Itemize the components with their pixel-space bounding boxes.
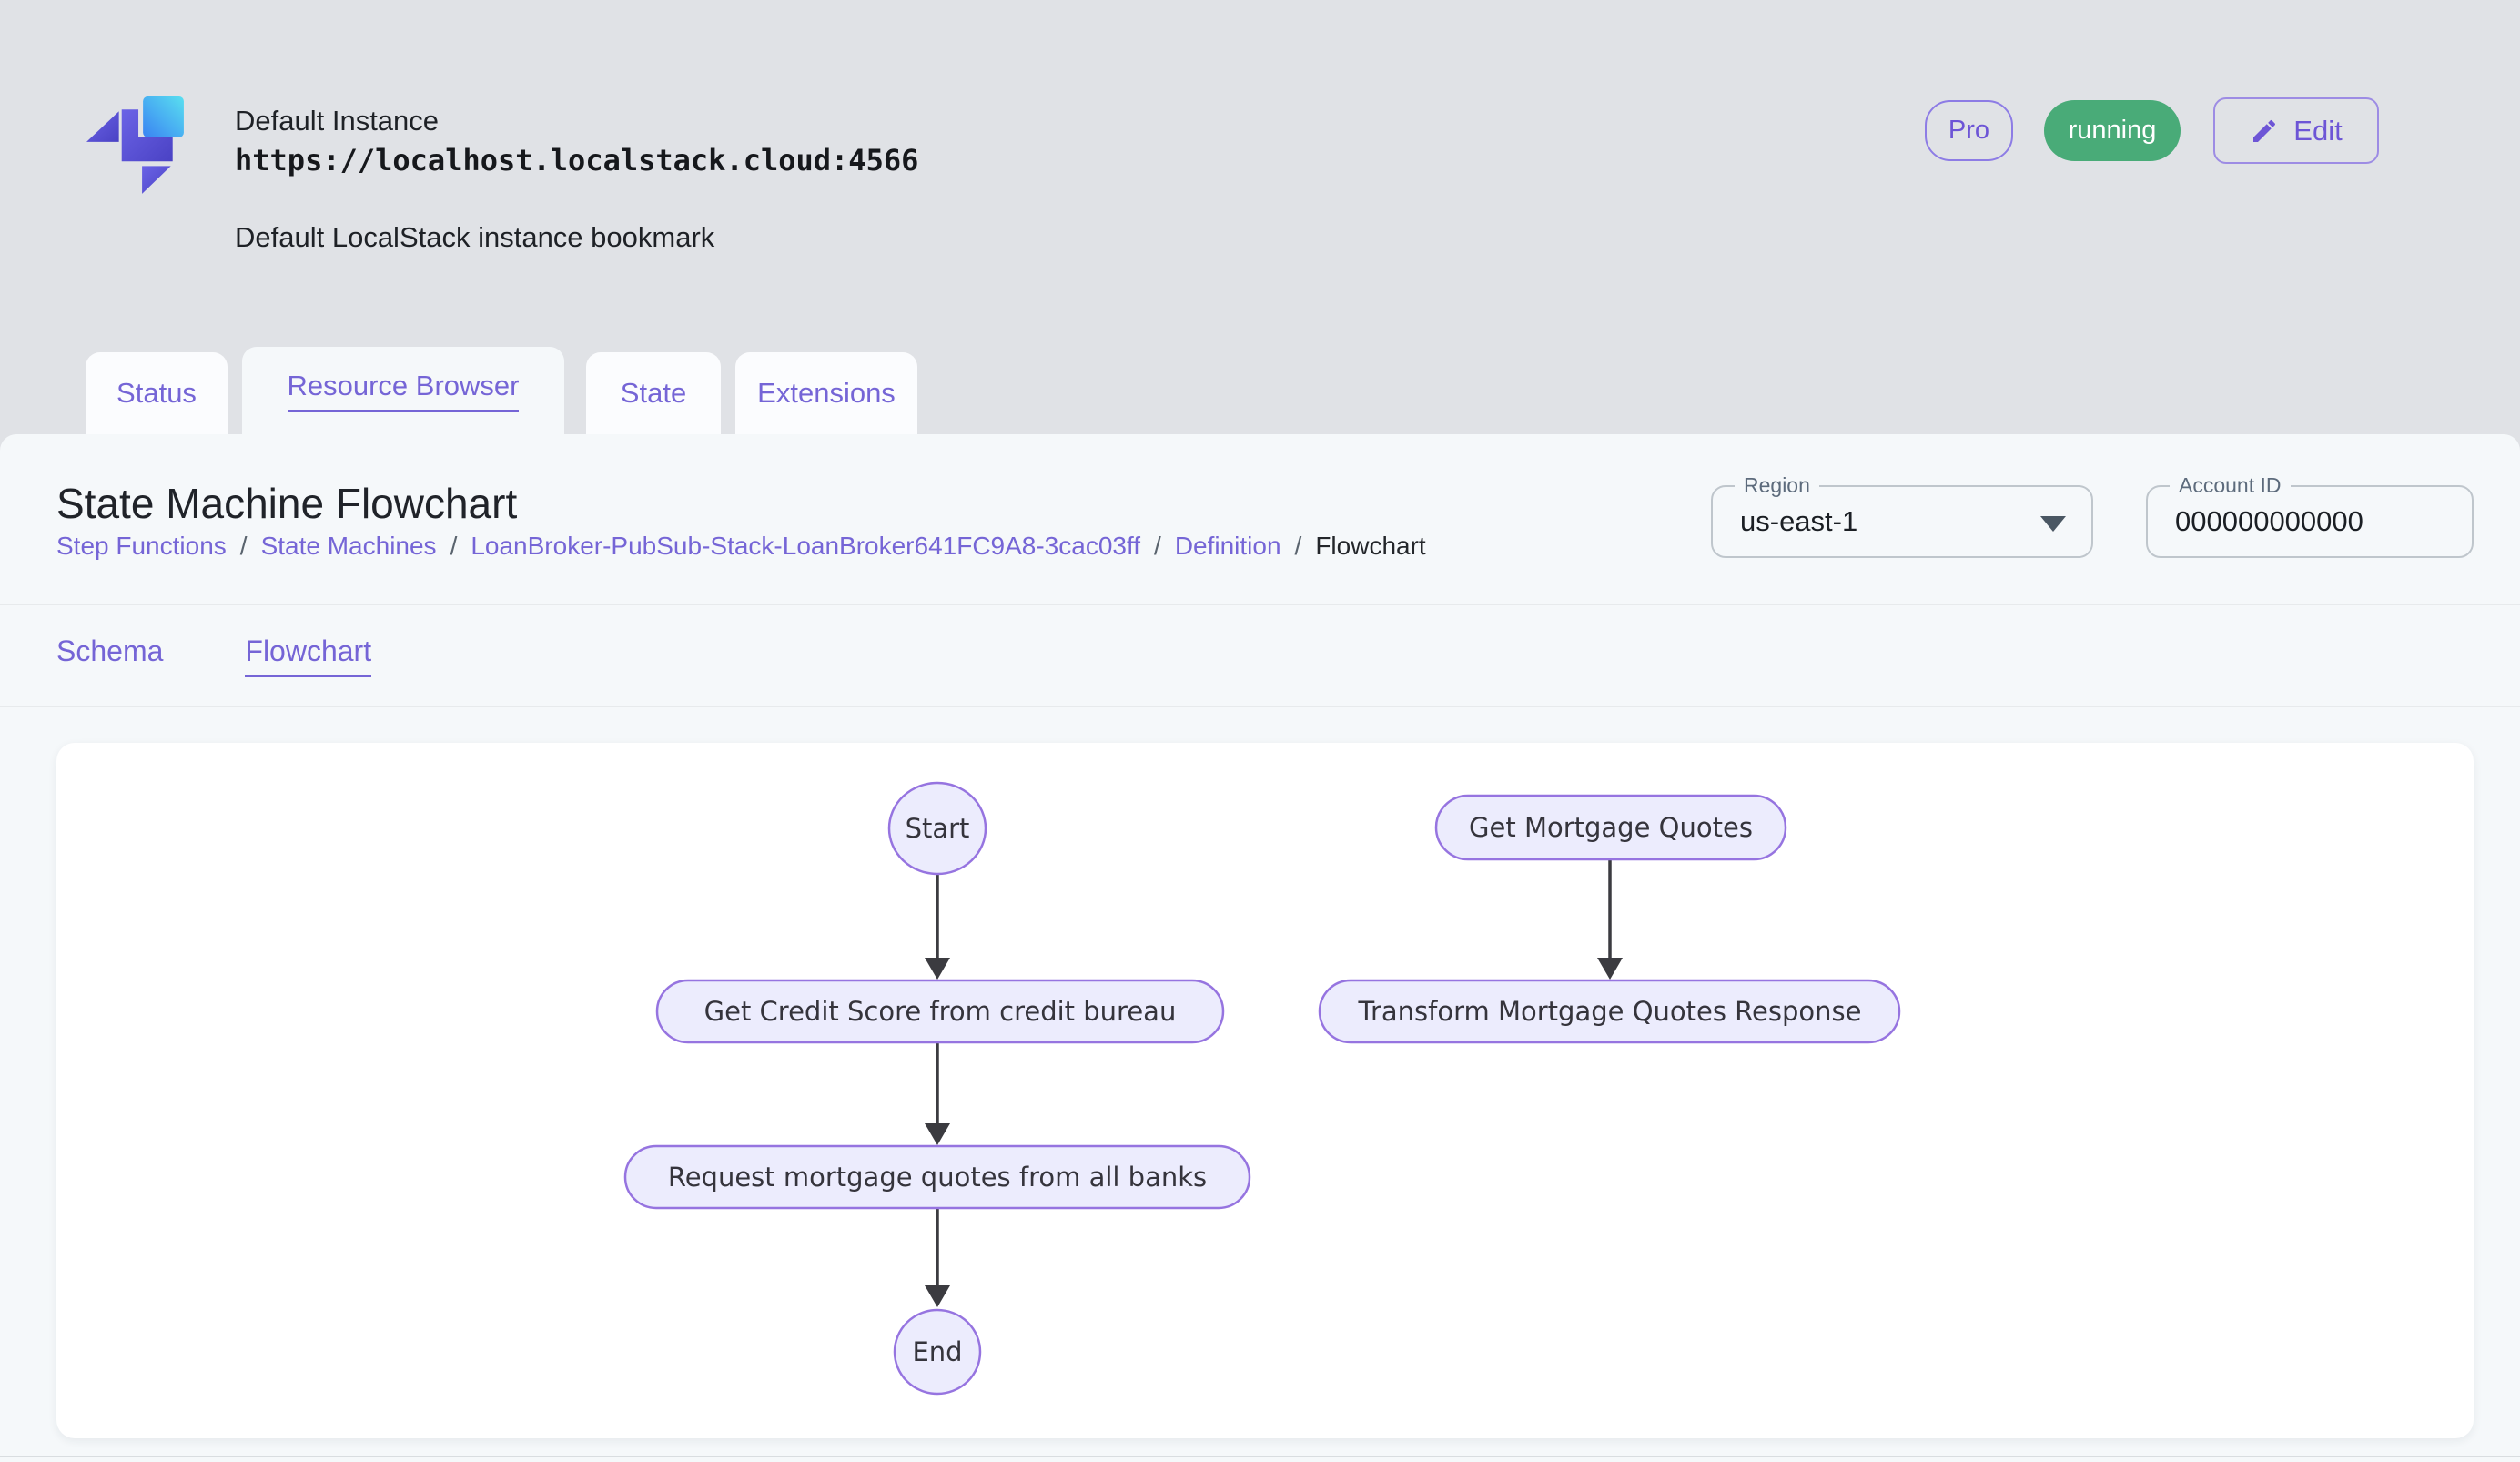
account-id-field[interactable]: Account ID: [2146, 473, 2474, 558]
subtab-schema[interactable]: Schema: [56, 635, 164, 667]
bottom-divider: [0, 1456, 2520, 1457]
edit-button[interactable]: Edit: [2213, 97, 2379, 164]
flowchart-card: Start Get Mortgage Quotes Get Credit Sco…: [56, 743, 2474, 1438]
edge-start-to-credit: [925, 874, 950, 980]
node-get-credit-score[interactable]: Get Credit Score from credit bureau: [655, 979, 1225, 1044]
pencil-icon: [2253, 119, 2276, 142]
tab-state[interactable]: State: [586, 352, 721, 434]
node-get-credit-score-label: Get Credit Score from credit bureau: [704, 996, 1177, 1027]
tab-extensions[interactable]: Extensions: [735, 352, 917, 434]
region-select[interactable]: Region us-east-1: [1711, 473, 2093, 558]
tab-status[interactable]: Status: [86, 352, 228, 434]
breadcrumb-separator: /: [1294, 532, 1302, 560]
tab-extensions-label: Extensions: [757, 377, 896, 409]
breadcrumb-flowchart: Flowchart: [1315, 532, 1426, 560]
node-end[interactable]: End: [893, 1308, 982, 1396]
node-get-mortgage-quotes-label: Get Mortgage Quotes: [1469, 812, 1753, 843]
page-title: State Machine Flowchart: [56, 480, 518, 527]
edge-credit-to-request: [925, 1042, 950, 1145]
chevron-down-icon: [2040, 516, 2066, 532]
edge-quotes-to-transform: [1597, 859, 1623, 980]
instance-description: Default LocalStack instance bookmark: [235, 221, 715, 253]
region-select-value: us-east-1: [1740, 505, 1858, 537]
breadcrumb-separator: /: [239, 532, 248, 560]
tab-resource-browser-label: Resource Browser: [287, 370, 520, 412]
breadcrumb-definition[interactable]: Definition: [1174, 532, 1281, 560]
breadcrumb-step-functions[interactable]: Step Functions: [56, 532, 227, 560]
instance-url: https://localhost.localstack.cloud:4566: [235, 143, 919, 178]
edge-request-to-end: [925, 1208, 950, 1307]
status-badge: running: [2044, 100, 2181, 161]
node-transform-response-label: Transform Mortgage Quotes Response: [1358, 996, 1862, 1027]
tab-resource-browser[interactable]: Resource Browser: [242, 347, 564, 434]
breadcrumb-state-machine-name[interactable]: LoanBroker-PubSub-Stack-LoanBroker641FC9…: [471, 532, 1141, 560]
status-badge-label: running: [2068, 116, 2157, 145]
tab-status-label: Status: [116, 377, 197, 409]
tab-state-label: State: [620, 377, 687, 409]
node-start-label: Start: [906, 813, 970, 844]
breadcrumb-separator: /: [450, 532, 458, 560]
node-get-mortgage-quotes[interactable]: Get Mortgage Quotes: [1434, 794, 1787, 861]
subtab-flowchart[interactable]: Flowchart: [245, 635, 372, 677]
breadcrumb: Step Functions / State Machines / LoanBr…: [56, 532, 1426, 561]
pro-badge-label: Pro: [1948, 116, 1990, 145]
node-request-quotes[interactable]: Request mortgage quotes from all banks: [623, 1144, 1251, 1210]
region-select-label: Region: [1735, 473, 1819, 498]
divider: [0, 604, 2520, 605]
divider: [0, 706, 2520, 707]
breadcrumb-separator: /: [1154, 532, 1161, 560]
state-machine-flowchart: Start Get Mortgage Quotes Get Credit Sco…: [623, 781, 1901, 1396]
node-end-label: End: [912, 1336, 962, 1367]
node-request-quotes-label: Request mortgage quotes from all banks: [668, 1162, 1207, 1193]
node-start[interactable]: Start: [887, 781, 987, 876]
account-id-input[interactable]: [2175, 487, 2448, 556]
breadcrumb-state-machines[interactable]: State Machines: [260, 532, 437, 560]
instance-name: Default Instance: [235, 105, 440, 137]
localstack-logo: [86, 96, 187, 198]
node-transform-response[interactable]: Transform Mortgage Quotes Response: [1318, 979, 1901, 1044]
pro-badge: Pro: [1925, 100, 2013, 161]
edit-button-label: Edit: [2293, 114, 2343, 147]
subtab-bar: Schema Flowchart: [56, 635, 372, 677]
